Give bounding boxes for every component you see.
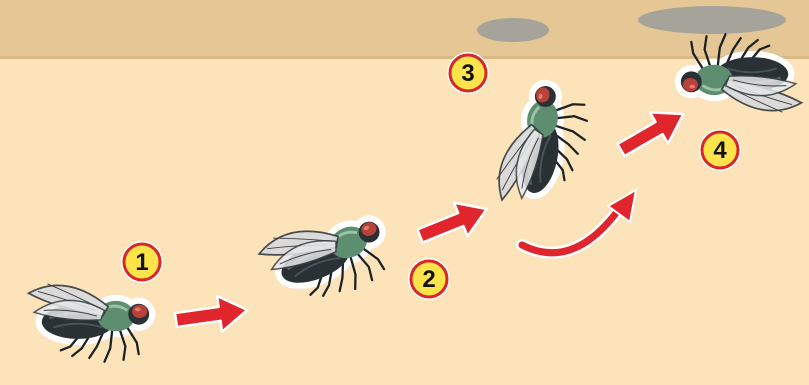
step-label-3: 3 — [461, 60, 474, 87]
ceiling-edge — [0, 56, 809, 59]
step-label-2: 2 — [422, 266, 435, 293]
step-badge-4: 4 — [699, 129, 741, 171]
step-label-4: 4 — [713, 137, 727, 164]
step-badge-1: 1 — [121, 241, 163, 283]
step-label-1: 1 — [135, 249, 148, 276]
step-badge-2: 2 — [408, 258, 450, 300]
step-badge-3: 3 — [447, 52, 489, 94]
shadow-step-3 — [477, 18, 549, 42]
shadow-step-4 — [638, 6, 786, 34]
